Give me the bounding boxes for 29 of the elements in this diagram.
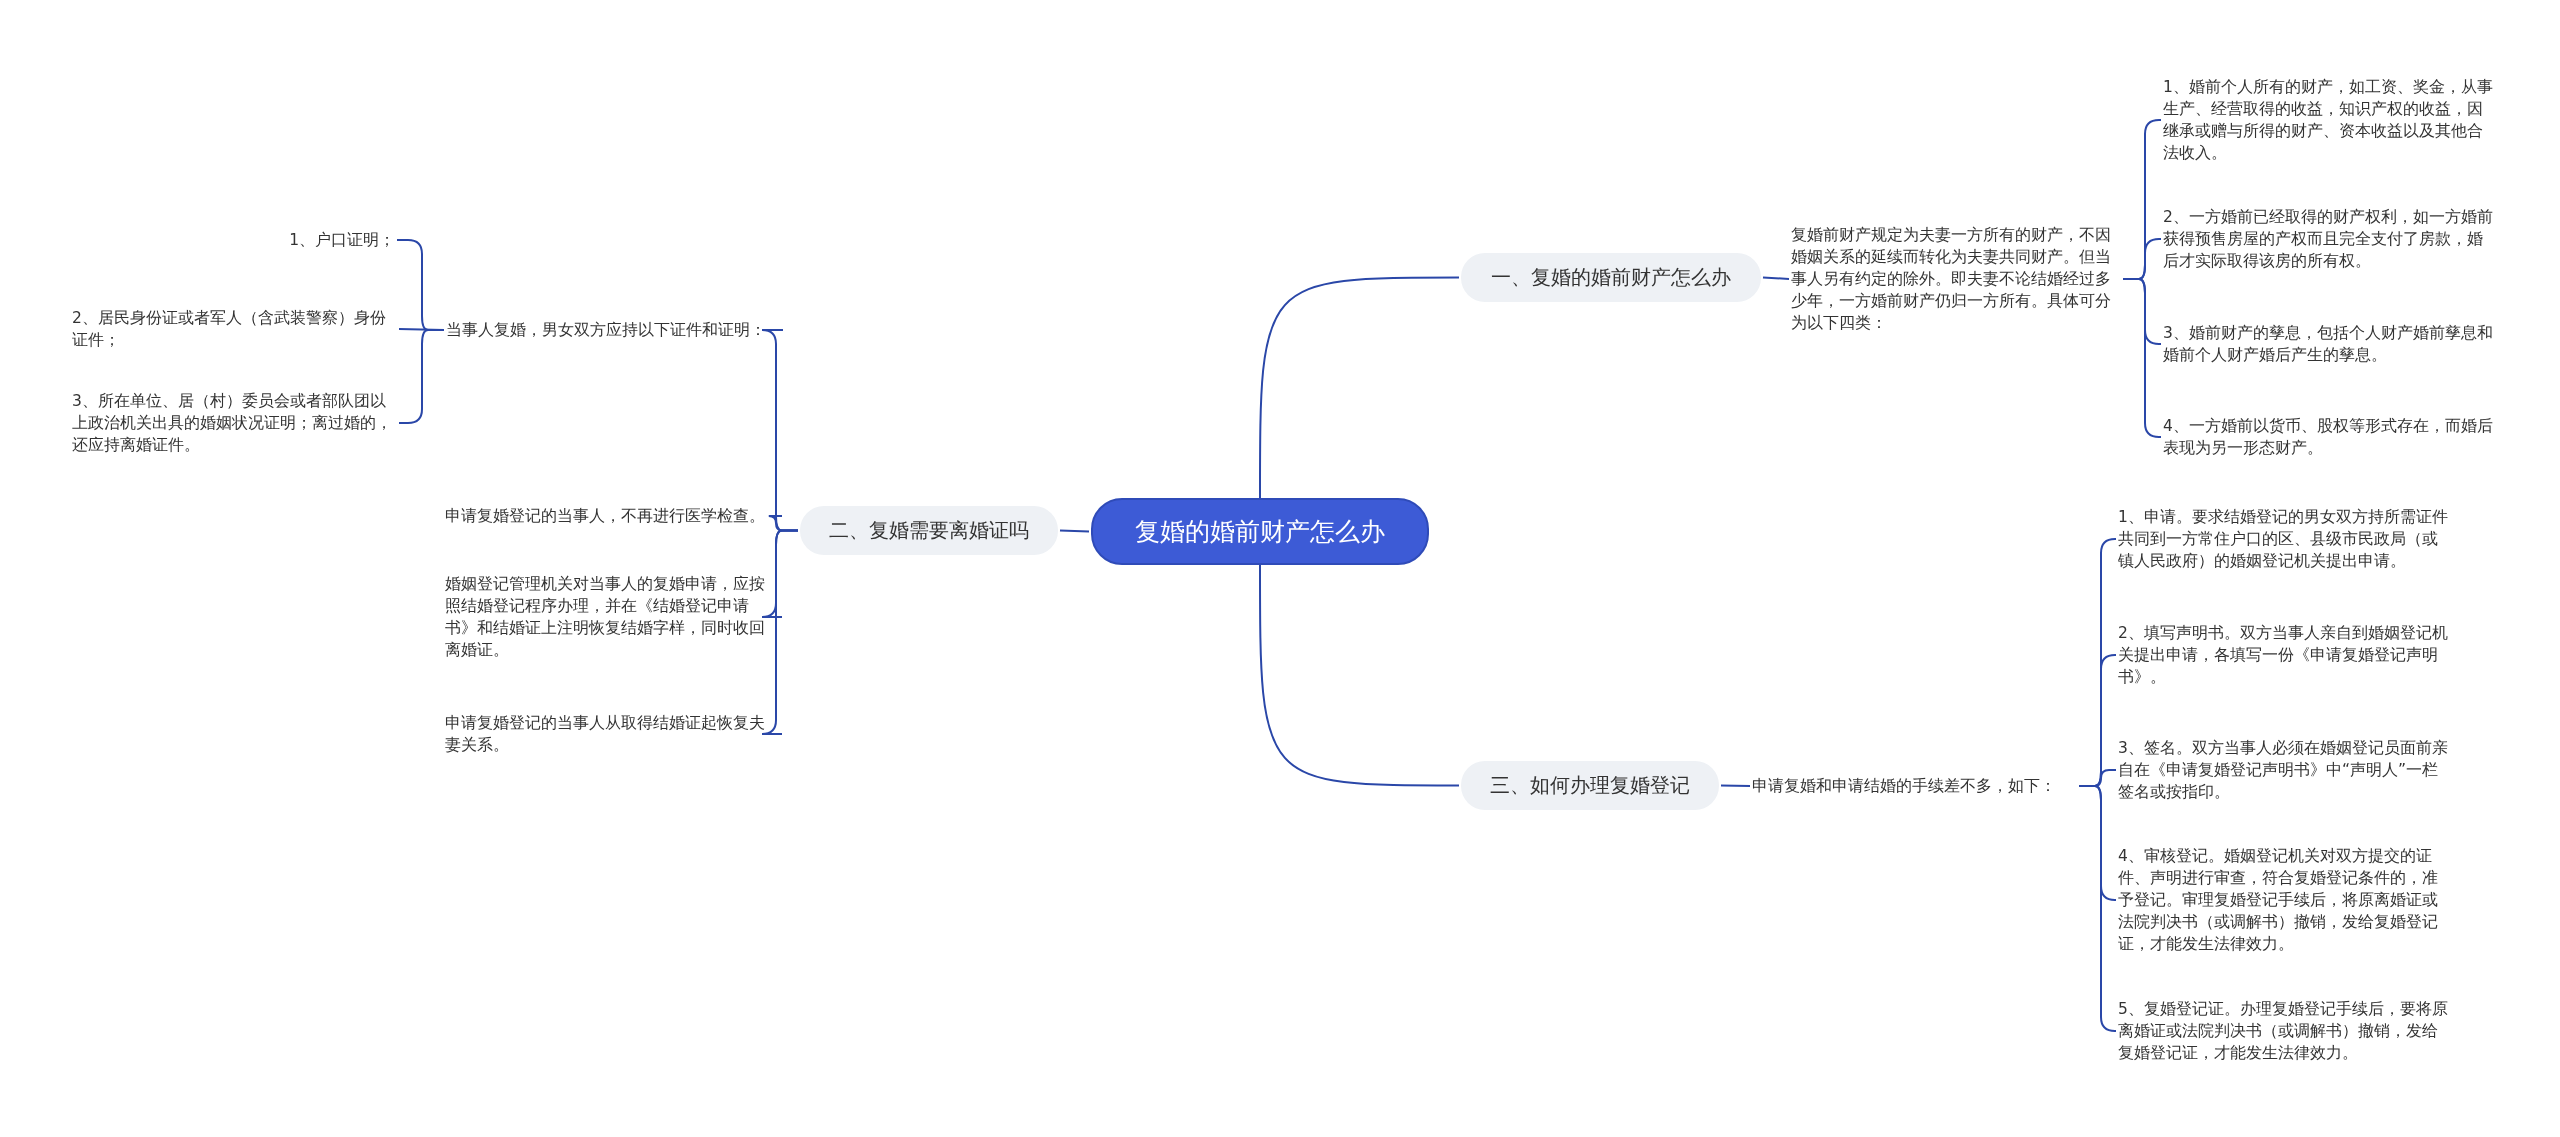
- branch-text: 4、一方婚前以货币、股权等形式存在，而婚后表现为另一形态财产。: [2163, 415, 2498, 459]
- branch-text: 婚姻登记管理机关对当事人的复婚申请，应按照结婚登记程序办理，并在《结婚登记申请书》和结婚证上注明恢复结婚字样，同时收回离婚证。: [445, 573, 780, 661]
- branch-text: 当事人复婚，男女双方应持以下证件和证明：: [446, 319, 781, 341]
- branch-text: 1、户口证明；: [255, 229, 395, 251]
- branch-text: 3、所在单位、居（村）委员会或者部队团以上政治机关出具的婚姻状况证明；离过婚的，还应持离婚证件。: [72, 390, 397, 456]
- topic-pill: 一、复婚的婚前财产怎么办: [1461, 253, 1761, 302]
- connector-line: [1259, 276, 1460, 499]
- branch-text: 1、婚前个人所有的财产，如工资、奖金，从事生产、经营取得的收益，知识产权的收益，因继承或赠与所得的财产、资本收益以及其他合法收入。: [2163, 76, 2498, 164]
- connector-line: [1259, 564, 1460, 787]
- connector-line: [1720, 784, 1751, 787]
- branch-text: 2、填写声明书。双方当事人亲自到婚姻登记机关提出申请，各填写一份《申请复婚登记声明书》。: [2118, 622, 2453, 688]
- branch-text: 申请复婚和申请结婚的手续差不多，如下：: [1752, 775, 2077, 797]
- connector-line: [1762, 276, 1790, 280]
- connector-line: [2122, 278, 2162, 438]
- connector-line: [2078, 785, 2117, 1032]
- branch-text: 2、居民身份证或者军人（含武装警察）身份证件；: [72, 307, 397, 351]
- branch-text: 4、审核登记。婚姻登记机关对双方提交的证件、声明进行审查，符合复婚登记条件的，准予登记。审理复婚登记手续后，将原离婚证或法院判决书（或调解书）撤销，发给复婚登记证，才能发生法律效力。: [2118, 845, 2453, 955]
- topic-pill: 三、如何办理复婚登记: [1461, 761, 1719, 810]
- branch-text: 复婚前财产规定为夫妻一方所有的财产，不因婚姻关系的延续而转化为夫妻共同财产。但当事人另有约定的除外。即夫妻不论结婚经过多少年，一方婚前财产仍归一方所有。具体可分为以下四类：: [1791, 224, 2121, 334]
- branch-text: 2、一方婚前已经取得的财产权利，如一方婚前获得预售房屋的产权而且完全支付了房款，婚后才实际取得该房的所有权。: [2163, 206, 2498, 272]
- central-topic: 复婚的婚前财产怎么办: [1091, 498, 1429, 565]
- branch-text: 5、复婚登记证。办理复婚登记手续后，要将原离婚证或法院判决书（或调解书）撤销，发给复婚登记证，才能发生法律效力。: [2118, 998, 2453, 1064]
- branch-text: 3、签名。双方当事人必须在婚姻登记员面前亲自在《申请复婚登记声明书》中“声明人”一栏签名或按指印。: [2118, 737, 2453, 803]
- branch-text: 1、申请。要求结婚登记的男女双方持所需证件共同到一方常住户口的区、县级市民政局（或镇人民政府）的婚姻登记机关提出申请。: [2118, 506, 2453, 572]
- connector-line: [1059, 529, 1090, 533]
- branch-text: 申请复婚登记的当事人从取得结婚证起恢复夫妻关系。: [445, 712, 780, 756]
- topic-pill: 二、复婚需要离婚证吗: [800, 506, 1058, 555]
- branch-text: 3、婚前财产的孳息，包括个人财产婚前孳息和婚前个人财产婚后产生的孳息。: [2163, 322, 2498, 366]
- branch-text: 申请复婚登记的当事人，不再进行医学检查。: [445, 505, 780, 527]
